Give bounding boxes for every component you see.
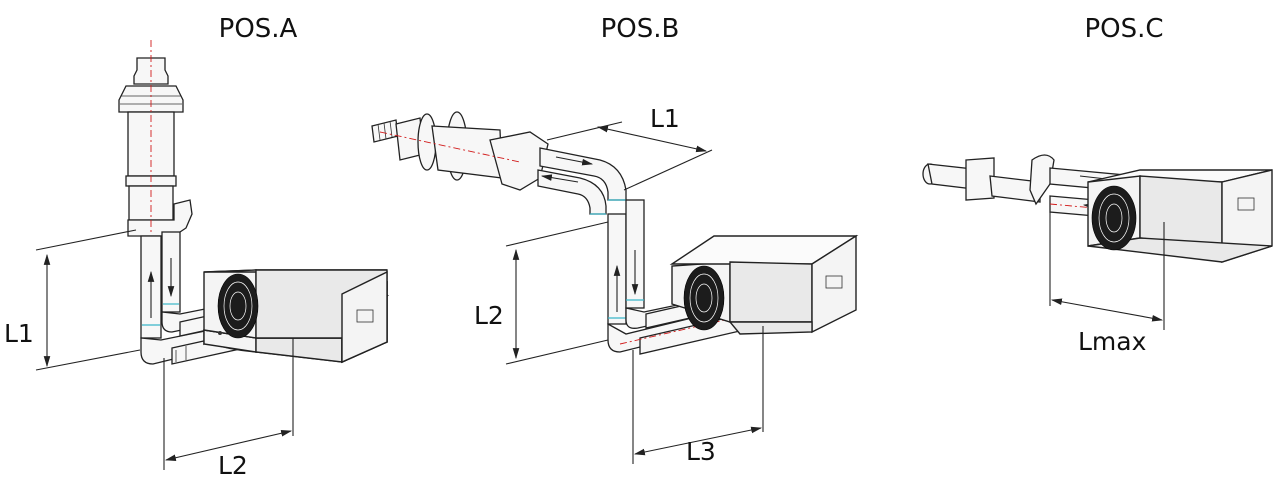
dimension-l3-b: L3 xyxy=(632,326,764,466)
dimension-l1-b: L1 xyxy=(546,104,713,191)
appliance-box-c xyxy=(1087,169,1273,263)
position-b: POS.B xyxy=(371,14,859,466)
top-pipes xyxy=(537,147,627,215)
dimension-l2-b: L2 xyxy=(474,221,609,365)
position-a: POS.A xyxy=(4,14,390,480)
position-a-title: POS.A xyxy=(219,14,298,44)
dimension-l1-a: L1 xyxy=(4,229,141,371)
position-b-title: POS.B xyxy=(601,14,680,44)
dimension-l1-label-b: L1 xyxy=(650,104,680,133)
dimension-lmax-label: Lmax xyxy=(1078,327,1146,356)
dimension-l2-label-a: L2 xyxy=(218,451,248,480)
dimension-l2-label-b: L2 xyxy=(474,301,504,330)
wall-terminal xyxy=(922,154,1055,206)
position-c-title: POS.C xyxy=(1084,14,1163,44)
dimension-l1-label-a: L1 xyxy=(4,319,34,348)
dimension-l3-label-b: L3 xyxy=(686,437,716,466)
appliance-box-b xyxy=(669,234,859,335)
dimension-lmax: Lmax xyxy=(1049,212,1165,356)
position-c: POS.C xyxy=(922,14,1273,356)
vertical-pipes-b xyxy=(607,199,645,325)
dimension-l2-a: L2 xyxy=(163,338,294,480)
appliance-box-a xyxy=(203,269,390,364)
horizontal-terminal xyxy=(371,111,549,191)
vertical-terminal xyxy=(118,40,193,237)
vertical-pipes xyxy=(140,231,181,339)
